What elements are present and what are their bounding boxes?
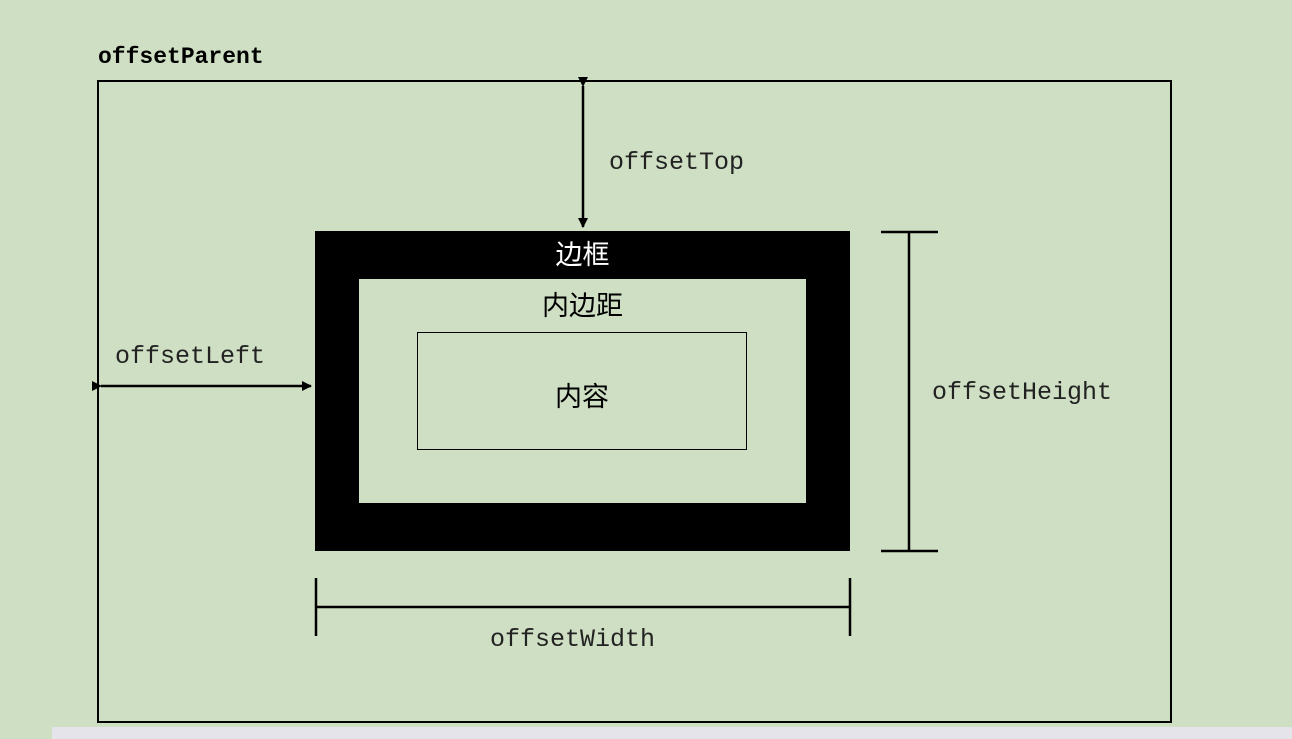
offset-top-label: offsetTop	[609, 148, 745, 177]
bottom-strip	[52, 727, 1292, 739]
content-label: 内容	[555, 382, 609, 413]
content-region	[417, 332, 747, 450]
offset-height-dimension	[881, 230, 938, 553]
offset-width-label: offsetWidth	[490, 625, 656, 654]
offset-height-label: offsetHeight	[932, 378, 1113, 407]
padding-label: 内边距	[542, 291, 623, 322]
padding-region	[359, 279, 806, 503]
offset-parent-title: offsetParent	[98, 44, 264, 70]
offset-left-label: offsetLeft	[115, 342, 266, 371]
offset-width-dimension	[314, 578, 852, 636]
border-label: 边框	[555, 240, 610, 271]
offset-parent-box	[97, 80, 1172, 723]
